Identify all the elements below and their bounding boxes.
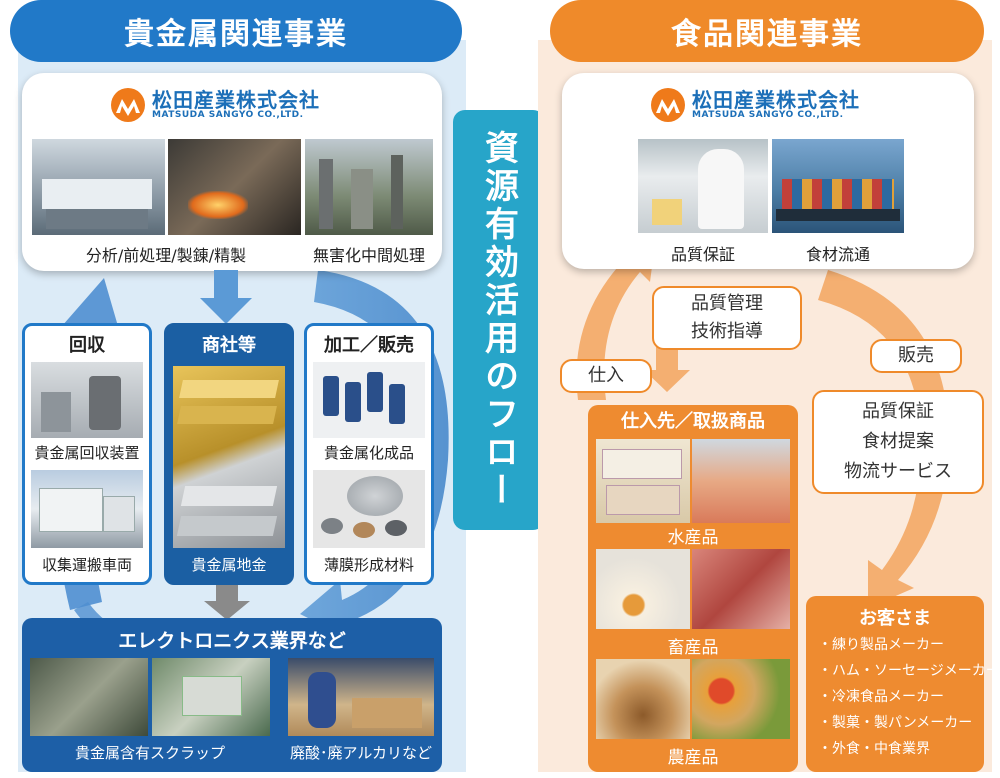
column-trading: 商社等 貴金属地金 (164, 323, 294, 585)
caption-distribution: 食材流通 (805, 245, 870, 264)
caption-analysis: 分析/前処理/製錬/精製 (85, 246, 247, 265)
caption-waste: 廃酸･廃アルカリなど (290, 744, 432, 762)
flow-label: 資源有効活用のフロー (453, 110, 545, 530)
egg-photo (596, 549, 690, 629)
caption-scrap: 貴金属含有スクラップ (74, 744, 225, 762)
arrow-icon (204, 585, 250, 620)
purchase-label: 仕入 (560, 359, 652, 393)
meat-photo (692, 549, 790, 629)
supplier-box: 仕入先／取扱商品 水産品 畜産品 農産品 (588, 405, 798, 772)
customer-item: ・製菓・製パンメーカー (818, 715, 973, 731)
sales-label: 販売 (870, 339, 962, 373)
scrap-photo-1 (30, 658, 148, 736)
caption-detox: 無害化中間処理 (312, 246, 425, 265)
scrap-photo-2 (152, 658, 270, 736)
lab-photo (32, 139, 165, 235)
company-card-left: 松田産業株式会社 MATSUDA SANGYO CO.,LTD. 分析/前処理/… (22, 73, 442, 271)
smelting-photo (168, 139, 301, 235)
column-processing-title: 加工／販売 (324, 335, 414, 356)
vegetables-photo (692, 659, 790, 739)
targets-photo (313, 470, 425, 548)
customers-title: お客さま (859, 608, 931, 629)
recovery-device-photo (31, 362, 143, 438)
food-header: 食品関連事業 (550, 0, 984, 62)
bullion-photo (173, 366, 285, 548)
customer-item: ・冷凍食品メーカー (818, 689, 944, 705)
caption-bullion: 貴金属地金 (191, 556, 267, 574)
company-sub-right: MATSUDA SANGYO CO.,LTD. (692, 109, 844, 120)
customer-item: ・ハム・ソーセージメーカー (818, 663, 1000, 679)
caption-seafood: 水産品 (667, 528, 719, 548)
services-box: 品質保証 食材提案 物流サービス (812, 390, 984, 494)
waste-liquid-photo (288, 658, 434, 736)
qm-line-2: 技術指導 (691, 321, 763, 342)
caption-quality: 品質保証 (670, 245, 735, 264)
customer-item: ・外食・中食業界 (818, 741, 930, 757)
company-logo: 松田産業株式会社 MATSUDA SANGYO CO.,LTD. (110, 87, 320, 123)
arrow-icon (200, 270, 252, 324)
quality-photo (638, 139, 768, 233)
truck-photo (31, 470, 143, 548)
caption-truck: 収集運搬車両 (41, 556, 132, 574)
caption-targets: 薄膜形成材料 (323, 556, 414, 574)
chemicals-photo (313, 362, 425, 438)
ship-photo (772, 139, 904, 233)
service-line-1: 品質保証 (862, 401, 934, 422)
quality-management-box: 品質管理 技術指導 (652, 286, 802, 350)
qm-line-1: 品質管理 (691, 293, 763, 314)
company-logo-right: 松田産業株式会社 MATSUDA SANGYO CO.,LTD. (650, 87, 860, 123)
caption-agriculture: 農産品 (667, 748, 719, 768)
company-sub: MATSUDA SANGYO CO.,LTD. (152, 109, 304, 120)
grain-photo (596, 659, 690, 739)
company-name: 松田産業株式会社 (152, 87, 320, 112)
column-trading-title: 商社等 (202, 335, 256, 356)
precious-metals-header: 貴金属関連事業 (10, 0, 462, 62)
supplier-title: 仕入先／取扱商品 (621, 411, 765, 432)
fishpaste-photo (596, 439, 690, 523)
caption-recovery-device: 貴金属回収装置 (34, 444, 140, 462)
seafood-photo (692, 439, 790, 523)
electronics-band-title: エレクトロニクス業界など (118, 630, 346, 652)
electronics-band: エレクトロニクス業界など 貴金属含有スクラップ 廃酸･廃アルカリなど (22, 618, 442, 772)
column-collection: 回収 貴金属回収装置 収集運搬車両 (22, 323, 152, 585)
column-collection-title: 回収 (69, 335, 105, 356)
column-processing: 加工／販売 貴金属化成品 薄膜形成材料 (304, 323, 434, 585)
company-name-right: 松田産業株式会社 (692, 87, 860, 112)
logo-mark-icon (111, 88, 145, 122)
service-line-2: 食材提案 (862, 431, 934, 452)
caption-chemicals: 貴金属化成品 (323, 444, 414, 462)
treatment-plant-photo (305, 139, 433, 235)
customers-box: お客さま ・練り製品メーカー ・ハム・ソーセージメーカー ・冷凍食品メーカー ・… (806, 596, 1000, 772)
customer-item: ・練り製品メーカー (818, 637, 944, 653)
logo-mark-icon (651, 88, 685, 122)
caption-livestock: 畜産品 (667, 638, 719, 658)
service-line-3: 物流サービス (844, 461, 952, 482)
company-card-right: 松田産業株式会社 MATSUDA SANGYO CO.,LTD. 品質保証 食材… (562, 73, 974, 269)
